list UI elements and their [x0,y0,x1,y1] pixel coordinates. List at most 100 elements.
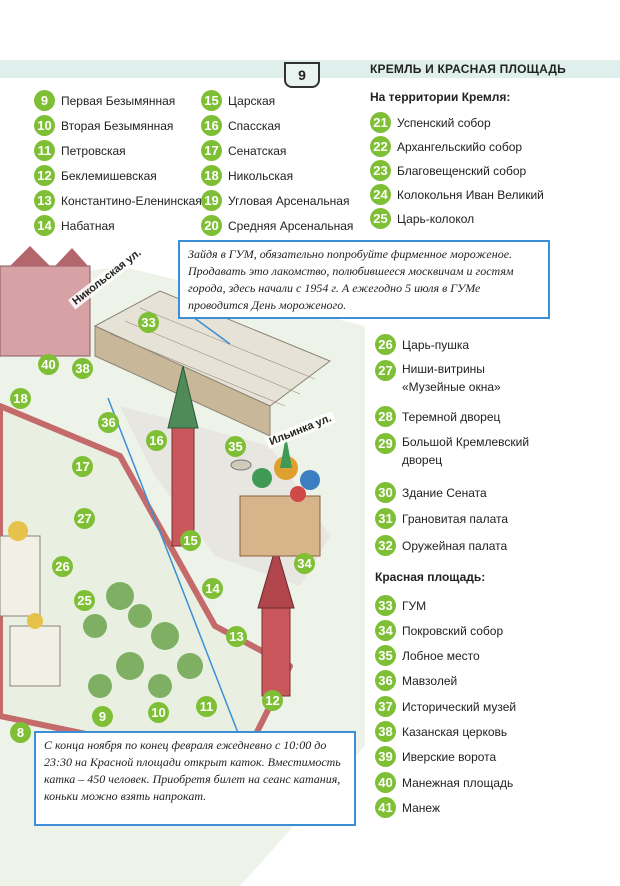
map-marker: 33 [138,312,159,333]
legend-label: Грановитая палата [402,511,509,526]
legend-label: Колокольня Иван Великий [397,187,544,202]
legend-label: Здание Сената [402,485,487,500]
legend-item: 41 Манеж [375,797,440,818]
legend-label: Благовещенский собор [397,163,527,178]
number-badge: 26 [375,334,396,355]
map-marker: 12 [262,690,283,711]
legend-label: Покровский собор [402,623,504,638]
number-badge: 41 [375,797,396,818]
number-badge: 15 [201,90,222,111]
legend-item: 30 Здание Сената [375,482,487,503]
number-badge: 40 [375,772,396,793]
legend-label: Успенский собор [397,115,491,130]
number-badge: 23 [370,160,391,181]
number-badge: 22 [370,136,391,157]
legend-label: ГУМ [402,598,427,613]
legend-label: Беклемишевская [61,168,157,183]
map-marker: 18 [10,388,31,409]
number-badge: 17 [201,140,222,161]
map-marker: 16 [146,430,167,451]
legend-label: Манежная площадь [402,775,514,790]
number-badge: 14 [34,215,55,236]
number-badge: 11 [34,140,55,161]
legend-label: Первая Безымянная [61,93,176,108]
number-badge: 39 [375,746,396,767]
number-badge: 35 [375,645,396,666]
map-marker: 40 [38,354,59,375]
legend-item: 17 Сенатская [201,140,286,161]
legend-item: 23 Благовещенский собор [370,160,526,181]
number-badge: 16 [201,115,222,136]
legend-label: Мавзолей [402,673,458,688]
legend-label: Набатная [61,218,115,233]
legend-item: 35 Лобное место [375,645,480,666]
legend-label: Царь-колокол [397,211,475,226]
number-badge: 9 [34,90,55,111]
map-marker: 17 [72,456,93,477]
map-marker: 10 [148,702,169,723]
legend-item: 28 Теремной дворец [375,406,500,427]
legend-label: Царь-пушка [402,337,470,352]
number-badge: 19 [201,190,222,211]
number-badge: 37 [375,696,396,717]
legend-item: 10 Вторая Безымянная [34,115,173,136]
legend-item: 31 Грановитая палата [375,508,508,529]
number-badge: 21 [370,112,391,133]
number-badge: 25 [370,208,391,229]
legend-label: Теремной дворец [402,409,501,424]
number-badge: 36 [375,670,396,691]
legend-label: Угловая Арсенальная [228,193,350,208]
number-badge: 30 [375,482,396,503]
legend-label: Казанская церковь [402,724,508,739]
map-marker: 25 [74,590,95,611]
map-marker: 34 [294,553,315,574]
legend-label: Вторая Безымянная [61,118,174,133]
number-badge: 32 [375,535,396,556]
legend-item: 32 Оружейная палата [375,535,507,556]
page-number: 9 [284,62,320,88]
number-badge: 29 [375,433,396,454]
map-marker: 14 [202,578,223,599]
legend-label: Лобное место [402,648,480,663]
legend-label: Архангельскийо собор [397,139,523,154]
legend-item: 9 Первая Безымянная [34,90,175,111]
map-marker: 38 [72,358,93,379]
legend-label: Ниши-витрины «Музейные окна» [402,362,501,394]
legend-item: 22 Архангельскийо собор [370,136,522,157]
number-badge: 20 [201,215,222,236]
legend-label: Иверские ворота [402,749,497,764]
section-title: КРЕМЛЬ И КРАСНАЯ ПЛОЩАДЬ [370,62,566,76]
number-badge: 24 [370,184,391,205]
legend-item: 19 Угловая Арсенальная [201,190,349,211]
number-badge: 10 [34,115,55,136]
number-badge: 13 [34,190,55,211]
st-basils-cathedral [239,436,321,557]
number-badge: 33 [375,595,396,616]
legend-item: 25 Царь-колокол [370,208,474,229]
map-marker: 36 [98,412,119,433]
legend-label: Большой Кремлевский дворец [402,435,530,467]
legend-item: 39 Иверские ворота [375,746,496,767]
legend-label: Манеж [402,800,440,815]
map-marker: 11 [196,696,217,717]
legend-item: 38 Казанская церковь [375,721,507,742]
map-marker: 27 [74,508,95,529]
legend-label: Сенатская [228,143,287,158]
legend-item: 21 Успенский собор [370,112,491,133]
legend-label: Оружейная палата [402,538,508,553]
number-badge: 31 [375,508,396,529]
legend-item: 33 ГУМ [375,595,426,616]
number-badge: 28 [375,406,396,427]
map-marker: 35 [225,436,246,457]
number-badge: 38 [375,721,396,742]
